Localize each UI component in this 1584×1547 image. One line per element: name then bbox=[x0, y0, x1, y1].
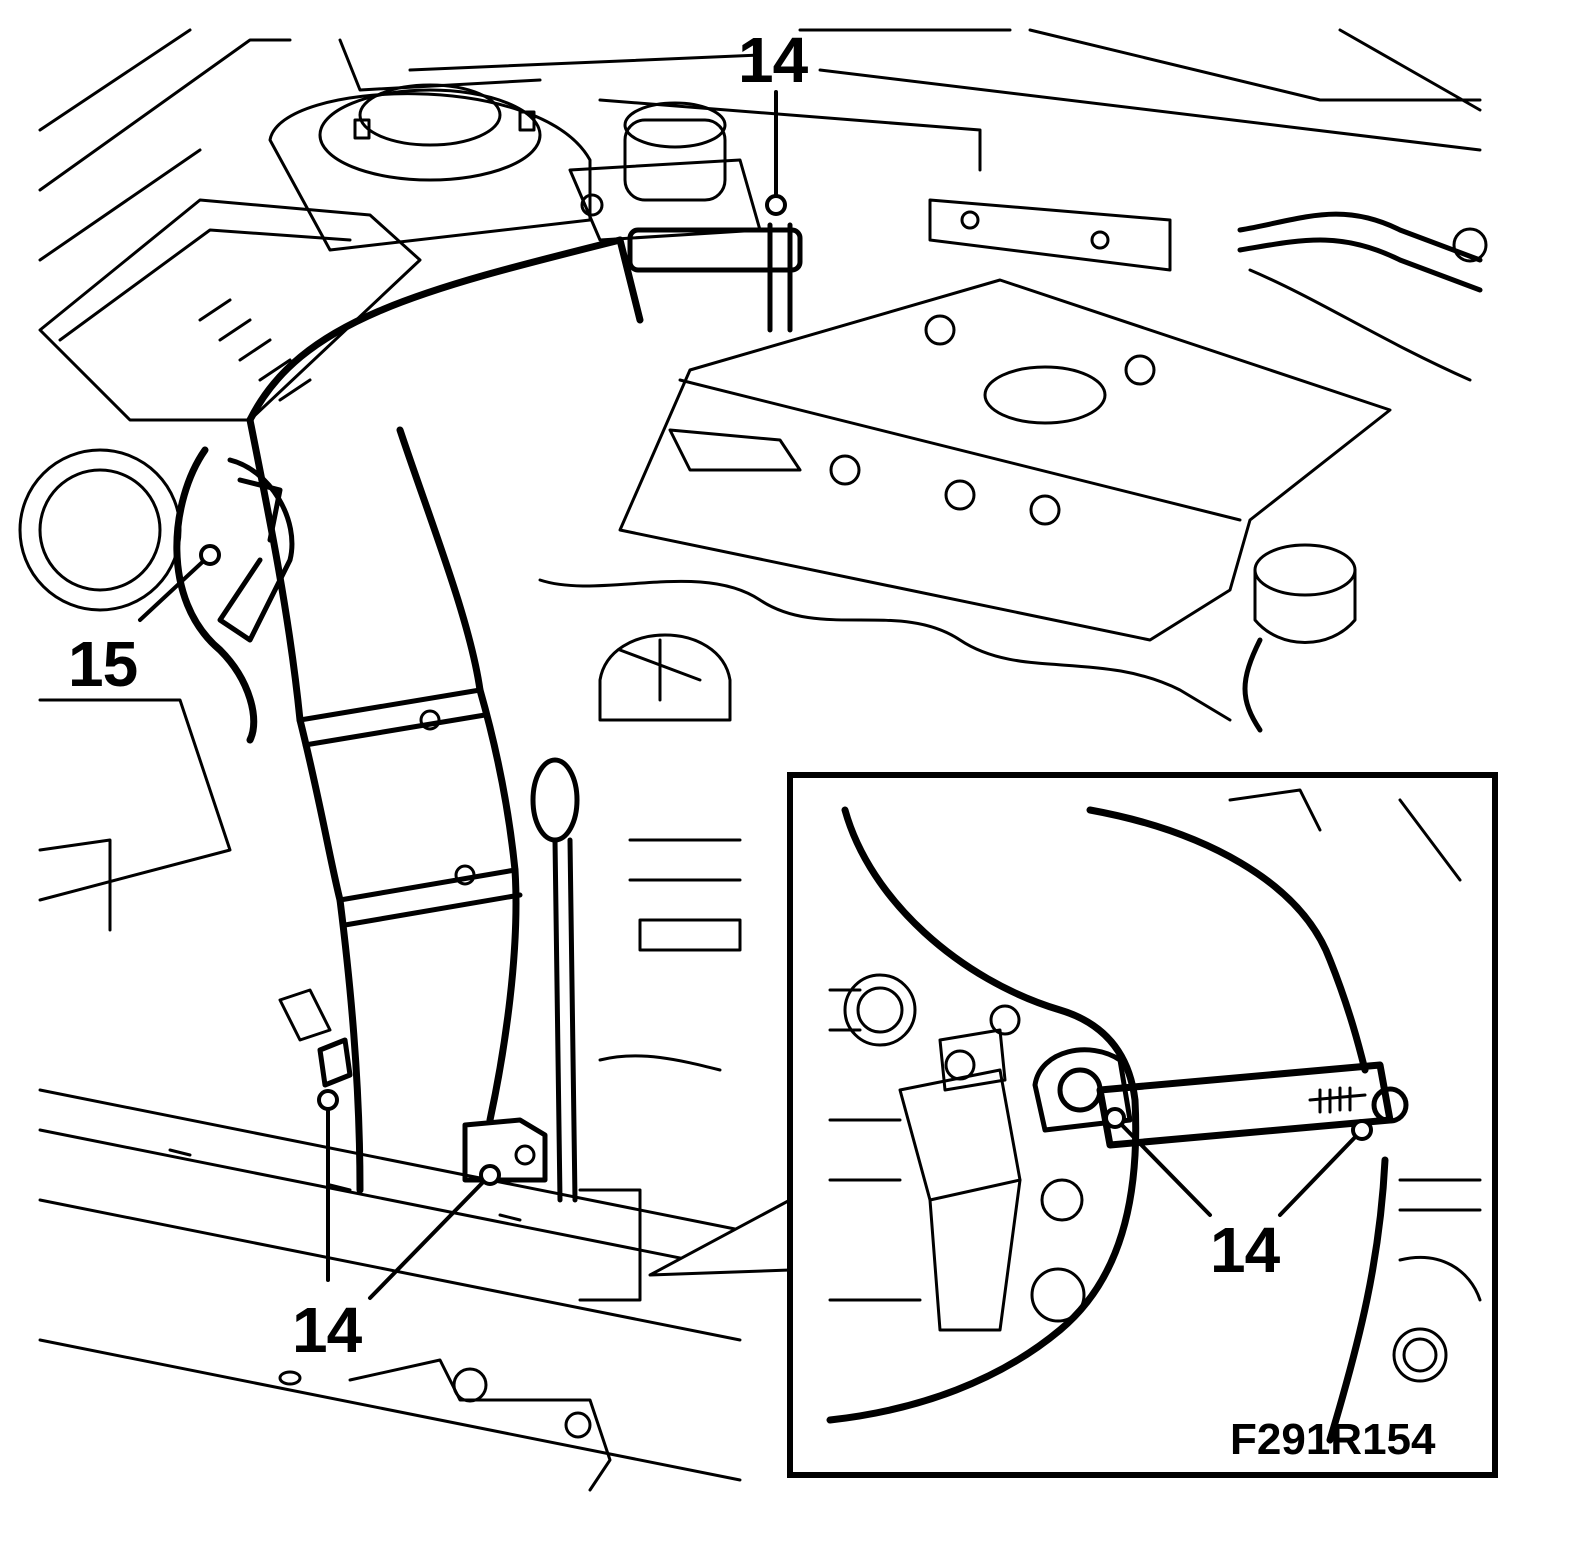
inset-pointer bbox=[648, 1198, 792, 1277]
dipstick bbox=[530, 633, 742, 1203]
intake-air-hose bbox=[246, 222, 803, 1194]
coolant-reservoir bbox=[568, 101, 762, 242]
breather-hose bbox=[173, 446, 295, 744]
callout-14-inset: 14 bbox=[1210, 1214, 1280, 1286]
figure-code: F291R154 bbox=[1230, 1415, 1436, 1464]
radiator-panel bbox=[38, 1088, 742, 1492]
inset-detail bbox=[787, 772, 1498, 1478]
strut-tower bbox=[268, 83, 592, 252]
air-filter-box bbox=[18, 198, 422, 932]
callout-14-top: 14 bbox=[738, 24, 808, 96]
leader-lines bbox=[138, 90, 1373, 1300]
engine-cover bbox=[538, 278, 1392, 722]
lower-brackets bbox=[278, 988, 722, 1302]
fuel-lines bbox=[928, 198, 1488, 733]
callout-14-bottom: 14 bbox=[292, 1294, 362, 1366]
callout-15: 15 bbox=[68, 628, 138, 700]
bodywork-lines bbox=[38, 28, 1482, 262]
